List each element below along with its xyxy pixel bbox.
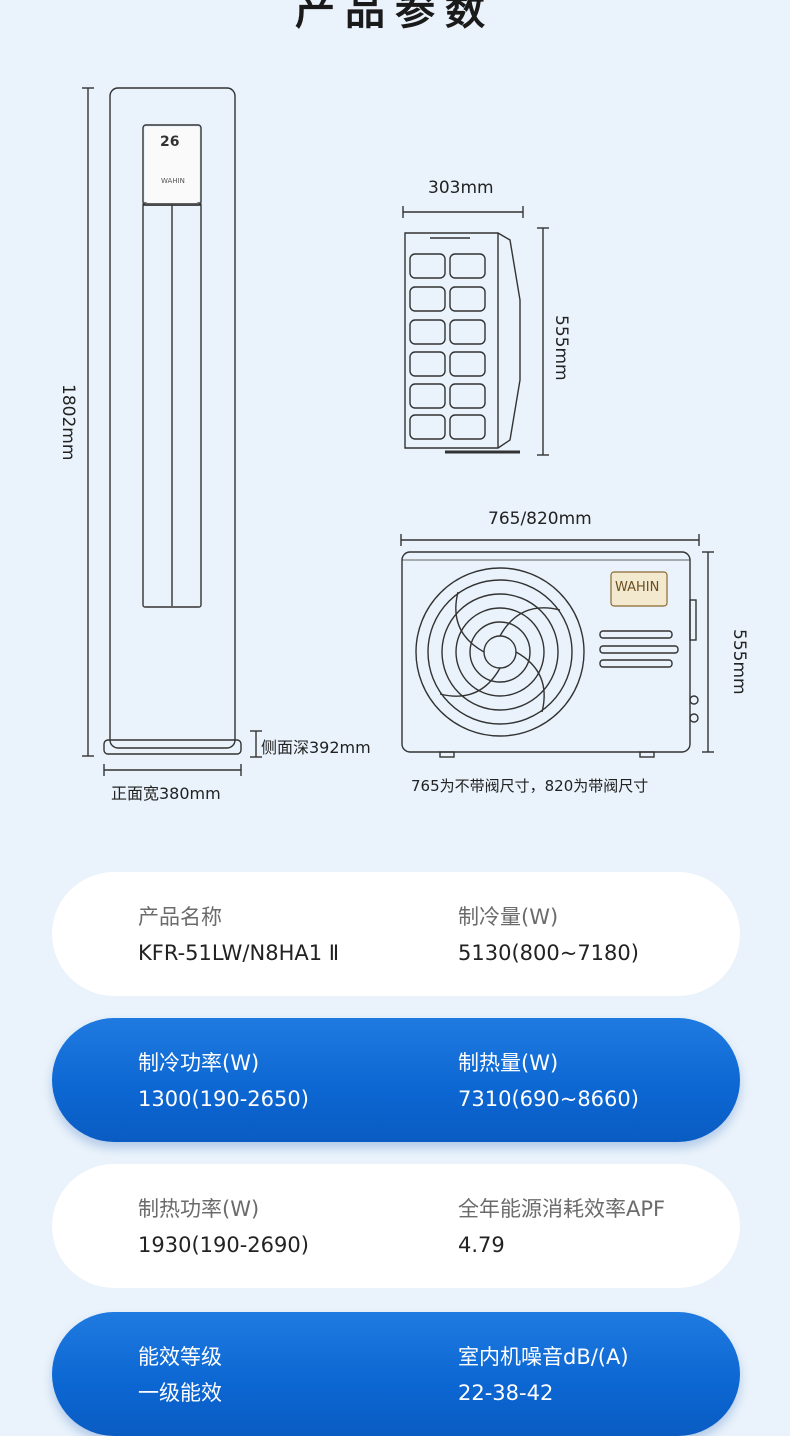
outdoor-size-note: 765为不带阀尺寸，820为带阀尺寸 <box>411 777 649 795</box>
spec-value: KFR-51LW/N8HA1 Ⅱ <box>138 941 340 965</box>
spec-row-2: 制冷功率(W) 1300(190-2650) 制热量(W) 7310(690~8… <box>52 1018 740 1142</box>
spec-cell: 室内机噪音dB/(A) 22-38-42 <box>458 1342 629 1408</box>
spec-row-3: 制热功率(W) 1930(190-2690) 全年能源消耗效率APF 4.79 <box>52 1164 740 1288</box>
spec-value: 一级能效 <box>138 1381 222 1405</box>
outdoor-brand-text: WAHIN <box>615 580 660 595</box>
spec-label: 全年能源消耗效率APF <box>458 1197 666 1221</box>
spec-label: 制冷量(W) <box>458 905 559 929</box>
indoor-width-label: 正面宽380mm <box>111 784 221 803</box>
spec-cell: 制冷功率(W) 1300(190-2650) <box>138 1048 309 1114</box>
spec-cell: 全年能源消耗效率APF 4.79 <box>458 1194 665 1260</box>
spec-cell: 制冷量(W) 5130(800~7180) <box>458 902 639 968</box>
side-width-label: 303mm <box>428 178 494 198</box>
outdoor-height-label: 555mm <box>729 629 749 695</box>
spec-value: 1300(190-2650) <box>138 1087 309 1111</box>
spec-cell: 制热功率(W) 1930(190-2690) <box>138 1194 309 1260</box>
spec-row-4: 能效等级 一级能效 室内机噪音dB/(A) 22-38-42 <box>52 1312 740 1436</box>
product-dimension-diagram <box>82 87 714 776</box>
outdoor-width-label: 765/820mm <box>488 509 592 529</box>
page-title: 产品参数 <box>295 0 495 34</box>
indoor-display-panel <box>145 127 199 203</box>
spec-label: 室内机噪音dB/(A) <box>458 1345 629 1369</box>
spec-cell: 能效等级 一级能效 <box>138 1342 222 1408</box>
indoor-brand-text: WAHIN <box>161 177 185 185</box>
spec-label: 能效等级 <box>138 1345 222 1369</box>
spec-label: 制热量(W) <box>458 1051 559 1075</box>
spec-cell: 制热量(W) 7310(690~8660) <box>458 1048 639 1114</box>
spec-row-1: 产品名称 KFR-51LW/N8HA1 Ⅱ 制冷量(W) 5130(800~71… <box>52 872 740 996</box>
spec-cell: 产品名称 KFR-51LW/N8HA1 Ⅱ <box>138 902 339 968</box>
indoor-depth-label: 侧面深392mm <box>261 738 371 757</box>
spec-value: 1930(190-2690) <box>138 1233 309 1257</box>
spec-label: 制冷功率(W) <box>138 1051 260 1075</box>
outdoor-unit-front-drawing <box>400 534 714 758</box>
indoor-unit-front-drawing <box>82 87 262 776</box>
outdoor-unit-side-drawing <box>402 206 549 456</box>
spec-value: 5130(800~7180) <box>458 941 639 965</box>
spec-label: 制热功率(W) <box>138 1197 260 1221</box>
spec-label: 产品名称 <box>138 905 222 929</box>
side-height-label: 555mm <box>551 315 571 381</box>
spec-value: 4.79 <box>458 1233 505 1257</box>
display-temperature: 26 <box>160 134 180 150</box>
indoor-height-label: 1802mm <box>58 384 78 461</box>
spec-value: 22-38-42 <box>458 1381 554 1405</box>
brand-plate <box>610 571 668 607</box>
spec-value: 7310(690~8660) <box>458 1087 639 1111</box>
